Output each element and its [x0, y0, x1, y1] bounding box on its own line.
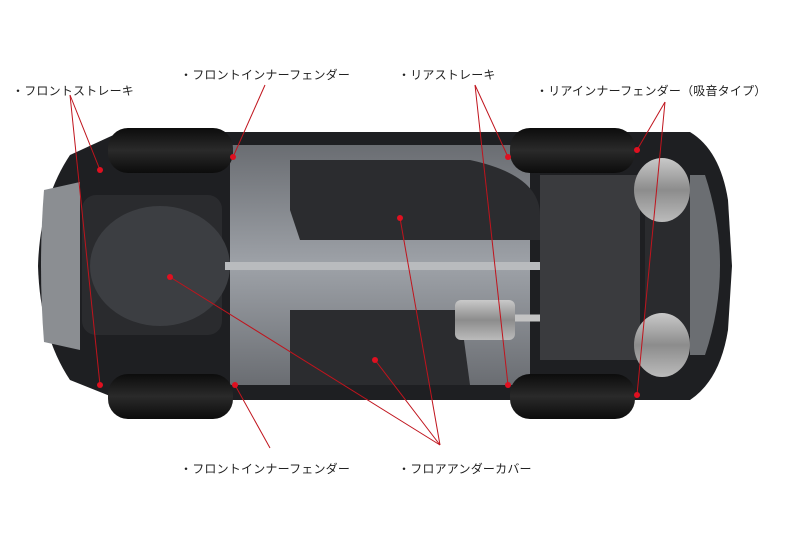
label-rear-inner-fender: ・リアインナーフェンダー（吸音タイプ） [536, 84, 767, 98]
leader-floor-under-cover-c [374, 359, 441, 446]
exhaust-catalyst [455, 300, 515, 340]
rear-muffler-top [634, 158, 690, 222]
marker-floor-under-cover-front [167, 274, 173, 280]
rear-bumper [690, 175, 720, 355]
rear-muffler-bottom [634, 313, 690, 377]
marker-floor-under-cover-top [397, 215, 403, 221]
label-front-strake: ・フロントストレーキ [12, 84, 135, 98]
rear-subframe [540, 175, 640, 360]
front-right-tire [108, 374, 233, 419]
rear-left-tire [510, 128, 635, 173]
marker-front-inner-fender-bottom [232, 382, 238, 388]
label-floor-under-cover: ・フロアアンダーカバー [398, 462, 532, 476]
marker-rear-inner-fender-bottom [634, 392, 640, 398]
floor-under-cover-bottom [290, 310, 470, 385]
label-rear-strake: ・リアストレーキ [398, 68, 496, 82]
front-left-tire [108, 128, 233, 173]
floor-under-cover-top [290, 160, 540, 240]
front-subframe [90, 206, 230, 326]
leader-lines [69, 84, 666, 449]
front-bumper [41, 182, 80, 350]
leader-front-strake-b [69, 94, 101, 386]
leader-front-inner-fender-bottom [234, 384, 271, 449]
leader-front-strake-a [69, 94, 101, 171]
rear-right-tire [510, 374, 635, 419]
marker-front-inner-fender-top [230, 154, 236, 160]
marker-front-strake-top [97, 167, 103, 173]
marker-rear-inner-fender-top [634, 147, 640, 153]
leader-rear-inner-fender-a [636, 101, 666, 151]
leader-floor-under-cover-a [169, 276, 441, 446]
label-front-inner-fender-bottom: ・フロントインナーフェンダー [180, 462, 351, 476]
exhaust-pipe [225, 262, 555, 270]
label-front-inner-fender-top: ・フロントインナーフェンダー [180, 68, 351, 82]
marker-front-strake-bottom [97, 382, 103, 388]
marker-rear-strake-bottom [505, 382, 511, 388]
leader-front-inner-fender-top [232, 84, 266, 158]
marker-floor-under-cover-bottom [372, 357, 378, 363]
leader-rear-strake-b [474, 84, 509, 386]
marker-dots [97, 147, 640, 398]
leader-rear-strake-a [474, 84, 509, 158]
leader-floor-under-cover-b [399, 217, 441, 446]
marker-rear-strake-top [505, 154, 511, 160]
leader-rear-inner-fender-b [636, 101, 666, 396]
